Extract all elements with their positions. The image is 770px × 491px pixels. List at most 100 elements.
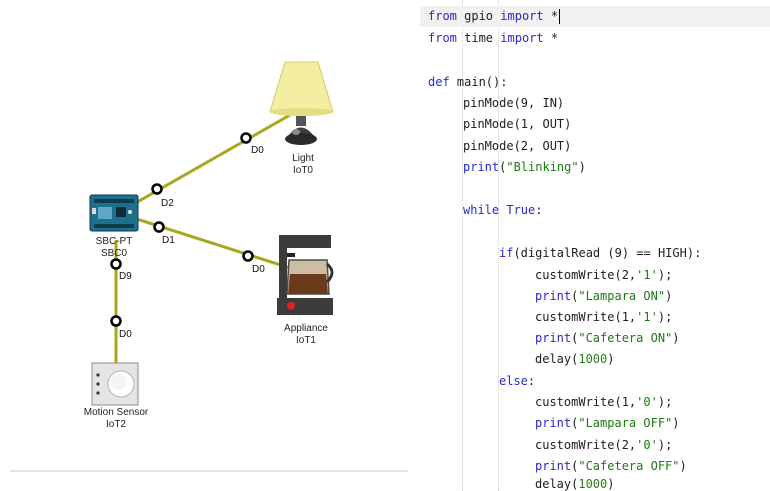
code-line-19[interactable]: print("Cafetera OFF") — [535, 456, 687, 477]
code-token: delay( — [535, 477, 579, 491]
code-token: pinMode(9, IN) — [463, 96, 565, 110]
code-editor[interactable]: from gpio import * from time import * de… — [420, 0, 770, 491]
code-line-2[interactable]: from time import * — [428, 28, 558, 49]
code-token: ( — [571, 416, 579, 430]
code-token: pinMode(2, OUT) — [463, 139, 572, 153]
topology-workspace[interactable]: Light IoT0 SBC-PT SBC0 Appliance IoT1 Mo… — [0, 0, 412, 491]
code-token: customWrite(2, — [535, 438, 637, 452]
code-line-4[interactable]: pinMode(9, IN) — [463, 93, 564, 114]
code-token: print — [535, 289, 572, 303]
indent-guide — [462, 0, 463, 491]
code-token: "Blinking" — [506, 160, 579, 174]
port-connector-sbc-d2[interactable] — [151, 183, 163, 195]
code-token: main(): — [449, 75, 508, 89]
code-token: * — [543, 31, 559, 45]
code-token: ) — [672, 416, 680, 430]
port-connector-motion-d0[interactable] — [110, 315, 122, 327]
sbc-device-id: SBC0 — [100, 248, 128, 259]
code-token: '1' — [636, 310, 658, 324]
code-line-12[interactable]: customWrite(1,'1'); — [535, 307, 672, 328]
code-line-6[interactable]: pinMode(2, OUT) — [463, 136, 571, 157]
code-line-1[interactable]: from gpio import * — [420, 6, 770, 27]
appliance-coffee-maker-icon[interactable] — [277, 235, 334, 315]
code-token: ) — [578, 160, 586, 174]
code-line-11[interactable]: print("Lampara ON") — [535, 286, 672, 307]
code-token: ( — [571, 459, 579, 473]
code-line-20[interactable]: delay(1000) — [535, 474, 615, 491]
code-line-18[interactable]: customWrite(2,'0'); — [535, 435, 672, 456]
code-token: print — [535, 416, 572, 430]
appliance-device-name: Appliance — [284, 323, 328, 334]
code-token: (digitalRead (9) == HIGH): — [513, 246, 702, 260]
code-token: else — [499, 374, 528, 388]
code-line-9[interactable]: if(digitalRead (9) == HIGH): — [499, 243, 701, 264]
workspace-divider — [10, 470, 408, 472]
code-token: ( — [571, 331, 579, 345]
port-connector-light-d0[interactable] — [240, 132, 252, 144]
code-token: ) — [679, 459, 687, 473]
code-token: time — [456, 31, 501, 45]
code-token: ( — [571, 289, 579, 303]
code-token: : — [535, 203, 543, 217]
code-token: * — [543, 9, 559, 23]
code-token: "Cafetera ON" — [578, 331, 673, 345]
port-connector-sbc-d1[interactable] — [153, 221, 165, 233]
code-token: ); — [657, 310, 673, 324]
code-token: ) — [607, 352, 615, 366]
code-token: ); — [657, 395, 673, 409]
code-token: ); — [657, 268, 673, 282]
code-line-5[interactable]: pinMode(1, OUT) — [463, 114, 571, 135]
sbc-board-icon[interactable] — [89, 194, 139, 232]
code-token: print — [535, 331, 572, 345]
light-device-id: IoT0 — [292, 165, 313, 176]
code-token: gpio — [456, 9, 501, 23]
port-label-sbc-d2: D2 — [161, 198, 174, 209]
code-token: 1000 — [578, 352, 608, 366]
code-token: "Cafetera OFF" — [578, 459, 680, 473]
code-token: def — [428, 75, 450, 89]
code-line-15[interactable]: else: — [499, 371, 535, 392]
code-token: "Lampara ON" — [578, 289, 666, 303]
motion-device-label: Motion Sensor IoT2 — [74, 407, 158, 431]
motion-sensor-icon[interactable] — [91, 362, 139, 406]
code-token: customWrite(2, — [535, 268, 637, 282]
code-token: print — [535, 459, 572, 473]
port-connector-appliance-d0[interactable] — [242, 250, 254, 262]
code-token: ( — [499, 160, 507, 174]
text-caret — [559, 9, 561, 24]
light-device-name: Light — [292, 153, 314, 164]
code-line-14[interactable]: delay(1000) — [535, 349, 615, 370]
code-token: import — [500, 9, 544, 23]
code-token: from — [428, 31, 457, 45]
appliance-device-label: Appliance IoT1 — [276, 323, 336, 347]
code-line-3[interactable]: def main(): — [428, 72, 507, 93]
light-lamp-icon[interactable] — [269, 61, 334, 145]
code-line-8[interactable]: while True: — [463, 200, 543, 221]
indent-guide — [498, 0, 499, 491]
code-line-10[interactable]: customWrite(2,'1'); — [535, 265, 672, 286]
topology-canvas — [89, 61, 334, 406]
code-line-17[interactable]: print("Lampara OFF") — [535, 413, 680, 434]
code-line-16[interactable]: customWrite(1,'0'); — [535, 392, 672, 413]
light-device-label: Light IoT0 — [283, 153, 323, 177]
port-label-light-d0: D0 — [251, 145, 264, 156]
cable-sbc-light[interactable] — [117, 113, 291, 215]
motion-device-id: IoT2 — [105, 419, 126, 430]
cable-sbc-appliance[interactable] — [117, 211, 291, 270]
code-token: : — [527, 374, 536, 388]
code-token: '1' — [636, 268, 658, 282]
code-token: True — [506, 203, 536, 217]
port-connector-sbc-d9[interactable] — [110, 258, 122, 270]
sbc-device-name: SBC-PT — [95, 236, 133, 247]
sbc-device-label: SBC-PT SBC0 — [84, 236, 144, 260]
code-token: '0' — [636, 438, 658, 452]
code-token: pinMode(1, OUT) — [463, 117, 572, 131]
code-token: import — [500, 31, 544, 45]
code-token: customWrite(1, — [535, 395, 637, 409]
code-token: customWrite(1, — [535, 310, 637, 324]
code-token: delay( — [535, 352, 579, 366]
code-token: "Lampara OFF" — [578, 416, 673, 430]
code-line-13[interactable]: print("Cafetera ON") — [535, 328, 680, 349]
code-line-7[interactable]: print("Blinking") — [463, 157, 586, 178]
port-label-appliance-d0: D0 — [252, 264, 265, 275]
